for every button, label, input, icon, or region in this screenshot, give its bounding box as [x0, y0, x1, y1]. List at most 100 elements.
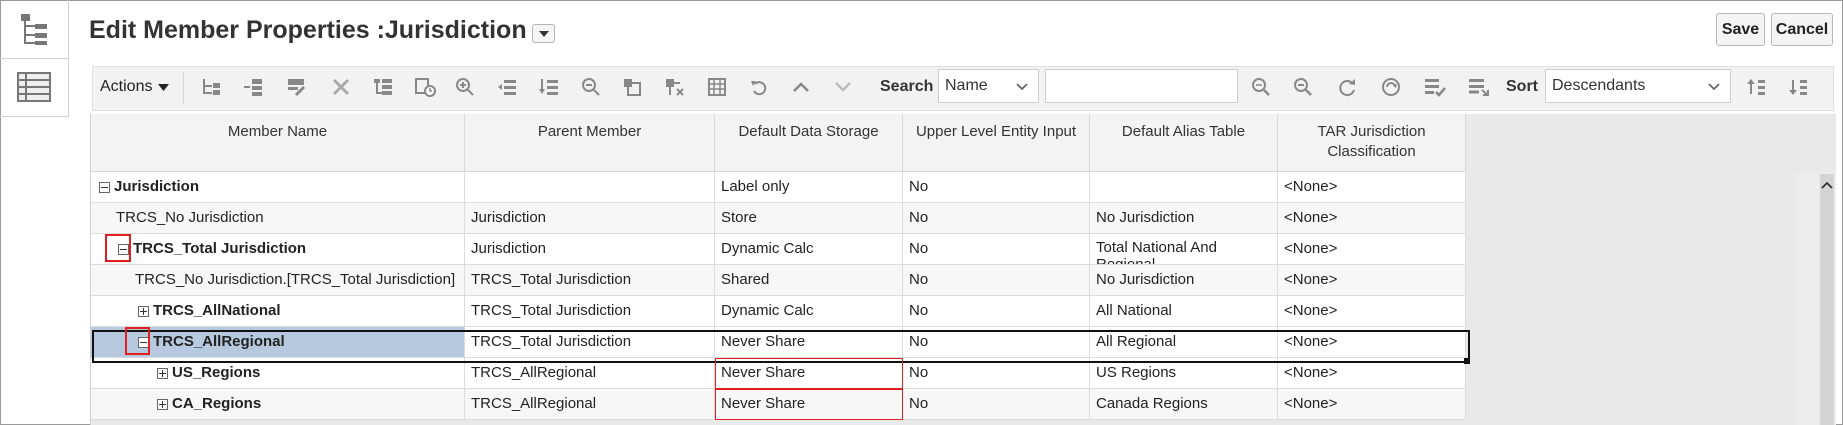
member-name-cell: US_Regions: [91, 358, 465, 389]
move-down-level-button[interactable]: [536, 75, 562, 99]
data-storage-cell: Store: [715, 203, 903, 234]
data-storage-cell[interactable]: Never Share: [715, 389, 903, 420]
search-label: Search: [880, 78, 934, 95]
export-button[interactable]: [1466, 75, 1492, 99]
member-name-cell: Jurisdiction: [91, 172, 465, 203]
zoom-out-button[interactable]: [578, 75, 604, 99]
upper-level-input-cell: No: [903, 265, 1090, 296]
search-button[interactable]: [1248, 75, 1274, 99]
show-children-button[interactable]: [370, 75, 396, 99]
table-row[interactable]: Jurisdiction Label only No <None>: [91, 172, 1467, 203]
column-header-member-name[interactable]: Member Name: [91, 114, 465, 172]
select-icon: [624, 79, 641, 96]
search-previous-button[interactable]: [1290, 75, 1316, 99]
selection-handle[interactable]: [1464, 358, 1470, 364]
scroll-up-button[interactable]: [1820, 178, 1834, 192]
chevron-up-icon: [793, 82, 809, 92]
collapse-toggle-icon[interactable]: [118, 243, 129, 255]
search-field-select[interactable]: Name: [938, 69, 1039, 103]
zoom-in-button[interactable]: [452, 75, 478, 99]
columns-icon: [708, 78, 726, 96]
redo-icon: [1339, 79, 1355, 97]
history-button[interactable]: [412, 75, 438, 99]
table-row[interactable]: TRCS_No Jurisdiction.[TRCS_Total Jurisdi…: [91, 265, 1467, 296]
parent-member-cell: TRCS_AllRegional: [465, 358, 715, 389]
add-child-button[interactable]: [198, 75, 224, 99]
list-tree-icon: [374, 79, 392, 95]
expand-toggle-icon[interactable]: [138, 305, 149, 317]
member-name-cell: TRCS_AllNational: [91, 296, 465, 327]
tar-classification-cell: <None>: [1278, 296, 1466, 327]
save-button[interactable]: Save: [1716, 13, 1765, 46]
table-row[interactable]: US_Regions TRCS_AllRegional Never Share …: [91, 358, 1467, 389]
tar-classification-cell: <None>: [1278, 203, 1466, 234]
title-dropdown-button[interactable]: [532, 24, 555, 43]
parent-member-cell: Jurisdiction: [465, 234, 715, 265]
sort-ascending-button[interactable]: [1743, 75, 1769, 99]
upper-level-input-cell: No: [903, 327, 1090, 358]
expand-toggle-icon[interactable]: [157, 398, 168, 410]
data-storage-cell: Label only: [715, 172, 903, 203]
column-header-parent-member[interactable]: Parent Member: [465, 114, 715, 172]
select-member-button[interactable]: [620, 75, 646, 99]
column-header-default-alias-table[interactable]: Default Alias Table: [1090, 114, 1278, 172]
vertical-scrollbar[interactable]: [1820, 174, 1834, 425]
table-row[interactable]: TRCS_No Jurisdiction Jurisdiction Store …: [91, 203, 1467, 234]
column-header-default-data-storage[interactable]: Default Data Storage: [715, 114, 903, 172]
table-row[interactable]: CA_Regions TRCS_AllRegional Never Share …: [91, 389, 1467, 420]
table-row[interactable]: TRCS_Total Jurisdiction Jurisdiction Dyn…: [91, 234, 1467, 265]
alias-table-cell: All Regional: [1090, 327, 1278, 358]
columns-button[interactable]: [704, 75, 730, 99]
add-sibling-button[interactable]: [240, 75, 266, 99]
add-child-icon: [203, 79, 220, 95]
collapse-toggle-icon[interactable]: [99, 181, 110, 193]
alias-table-cell: No Jurisdiction: [1090, 203, 1278, 234]
chevron-down-icon: [835, 82, 851, 92]
remove-selection-button[interactable]: [662, 75, 688, 99]
collapse-toggle-icon[interactable]: [138, 336, 149, 348]
sort-value: Descendants: [1552, 77, 1646, 94]
data-storage-cell: Dynamic Calc: [715, 296, 903, 327]
table-row-selected[interactable]: TRCS_AllRegional TRCS_Total Jurisdiction…: [91, 327, 1467, 358]
move-up-button[interactable]: [788, 75, 814, 99]
search-minus-icon: [1294, 78, 1312, 96]
remove-icon: [666, 79, 684, 96]
tar-classification-cell: <None>: [1278, 358, 1466, 389]
member-name-cell: TRCS_Total Jurisdiction: [91, 234, 465, 265]
search-input[interactable]: [1045, 69, 1238, 103]
actions-menu[interactable]: Actions: [100, 78, 170, 96]
member-name-cell: CA_Regions: [91, 389, 465, 420]
export-icon: [1469, 79, 1489, 96]
expand-toggle-icon[interactable]: [157, 367, 168, 379]
upper-level-input-cell: No: [903, 172, 1090, 203]
grid-view-tab[interactable]: [0, 58, 68, 116]
search-field-value: Name: [945, 77, 988, 94]
parent-member-cell: TRCS_Total Jurisdiction: [465, 265, 715, 296]
member-name-cell: TRCS_No Jurisdiction.[TRCS_Total Jurisdi…: [91, 265, 465, 296]
parent-member-cell: TRCS_Total Jurisdiction: [465, 327, 715, 358]
add-sibling-icon: [244, 79, 262, 96]
chevron-down-icon: [1708, 83, 1720, 91]
sort-descending-button[interactable]: [1785, 75, 1811, 99]
move-up-level-button[interactable]: [494, 75, 520, 99]
move-down-button[interactable]: [830, 75, 856, 99]
sort-select[interactable]: Descendants: [1545, 69, 1731, 103]
data-storage-cell: Dynamic Calc: [715, 234, 903, 265]
edit-member-button[interactable]: [284, 75, 310, 99]
tar-classification-cell: <None>: [1278, 327, 1466, 358]
column-header-tar-jurisdiction-classification[interactable]: TAR Jurisdiction Classification: [1278, 114, 1466, 172]
refresh-button[interactable]: [1334, 75, 1360, 99]
tree-hierarchy-icon: [21, 14, 47, 45]
validate-button[interactable]: [1422, 75, 1448, 99]
undo-button[interactable]: [746, 75, 772, 99]
cancel-button[interactable]: Cancel: [1771, 13, 1833, 46]
alias-table-cell: US Regions: [1090, 358, 1278, 389]
data-storage-cell[interactable]: Never Share: [715, 358, 903, 389]
delete-button[interactable]: [328, 75, 354, 99]
sort-ascending-icon: [1747, 79, 1765, 95]
column-header-upper-level-entity-input[interactable]: Upper Level Entity Input: [903, 114, 1090, 172]
hierarchy-view-tab[interactable]: [0, 0, 68, 59]
sync-button[interactable]: [1378, 75, 1404, 99]
table-row[interactable]: TRCS_AllNational TRCS_Total Jurisdiction…: [91, 296, 1467, 327]
zoom-in-icon: [456, 78, 474, 96]
